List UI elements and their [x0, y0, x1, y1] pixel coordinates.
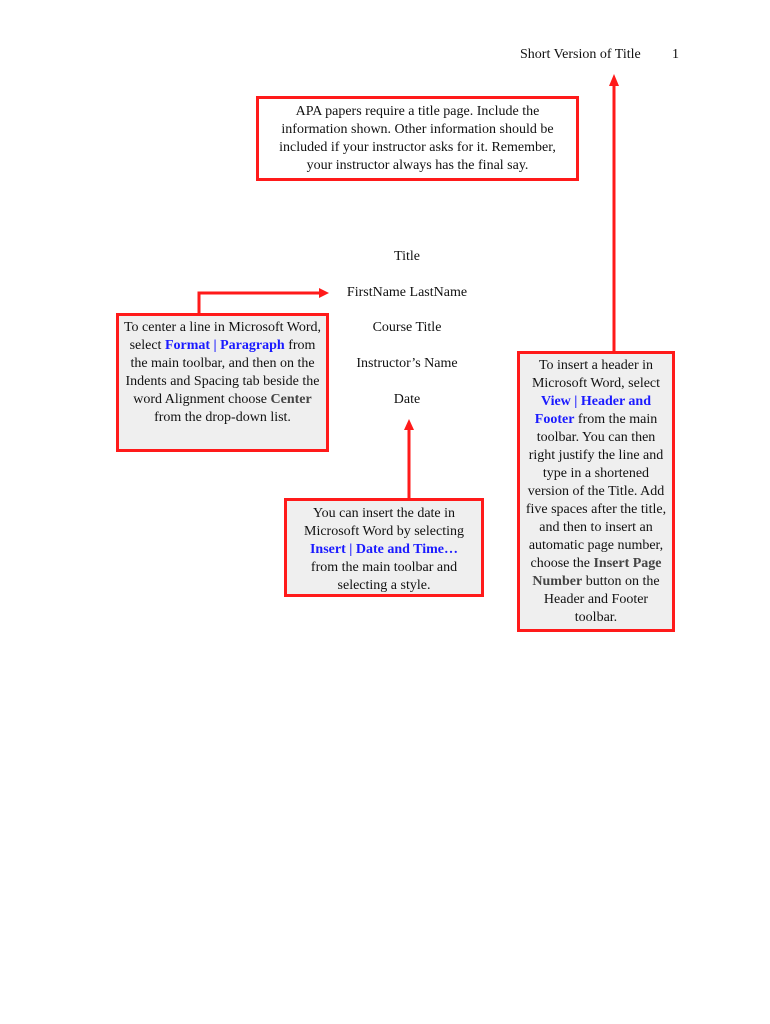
arrowhead-right: [319, 288, 329, 298]
title-page-callout: APA papers require a title page. Include…: [256, 96, 579, 181]
callout-text: To center a line in Microsoft Word, sele…: [123, 320, 322, 353]
date: Date: [393, 392, 421, 407]
menu-path: Insert | Date and Time…: [309, 542, 458, 557]
callout-text: from the main toolbar. You can then righ…: [525, 412, 667, 571]
arrowhead-up-date: [404, 419, 414, 430]
button-name: Insert Page Number: [532, 556, 662, 589]
callout-text: from the main toolbar, and then on the I…: [125, 338, 320, 407]
instructor-name: Instructor’s Name: [356, 356, 458, 371]
callout-text: from the main toolbar and selecting a st…: [310, 560, 458, 593]
date-callout: You can insert the date in Microsoft Wor…: [284, 498, 484, 597]
option-name: Center: [270, 392, 312, 407]
course-title: Course Title: [372, 320, 442, 335]
arrowhead-up-header: [609, 74, 619, 86]
page-number: 1: [672, 47, 679, 62]
callout-text: You can insert the date in Microsoft Wor…: [304, 506, 464, 539]
author-name: FirstName LastName: [346, 285, 468, 300]
running-head: Short Version of Title: [520, 47, 641, 62]
callout-text: button on the Header and Footer toolbar.: [543, 574, 660, 625]
paper-title: Title: [394, 249, 420, 264]
center-note-arrow: [197, 291, 320, 313]
callout-text: To insert a header in Microsoft Word, se…: [531, 358, 661, 391]
menu-path: View | Header and Footer: [534, 394, 652, 427]
callout-text: from the drop-down list.: [154, 410, 291, 425]
menu-path: Format | Paragraph: [164, 338, 285, 353]
header-callout: To insert a header in Microsoft Word, se…: [517, 351, 675, 632]
center-line-callout: To center a line in Microsoft Word, sele…: [116, 313, 329, 452]
